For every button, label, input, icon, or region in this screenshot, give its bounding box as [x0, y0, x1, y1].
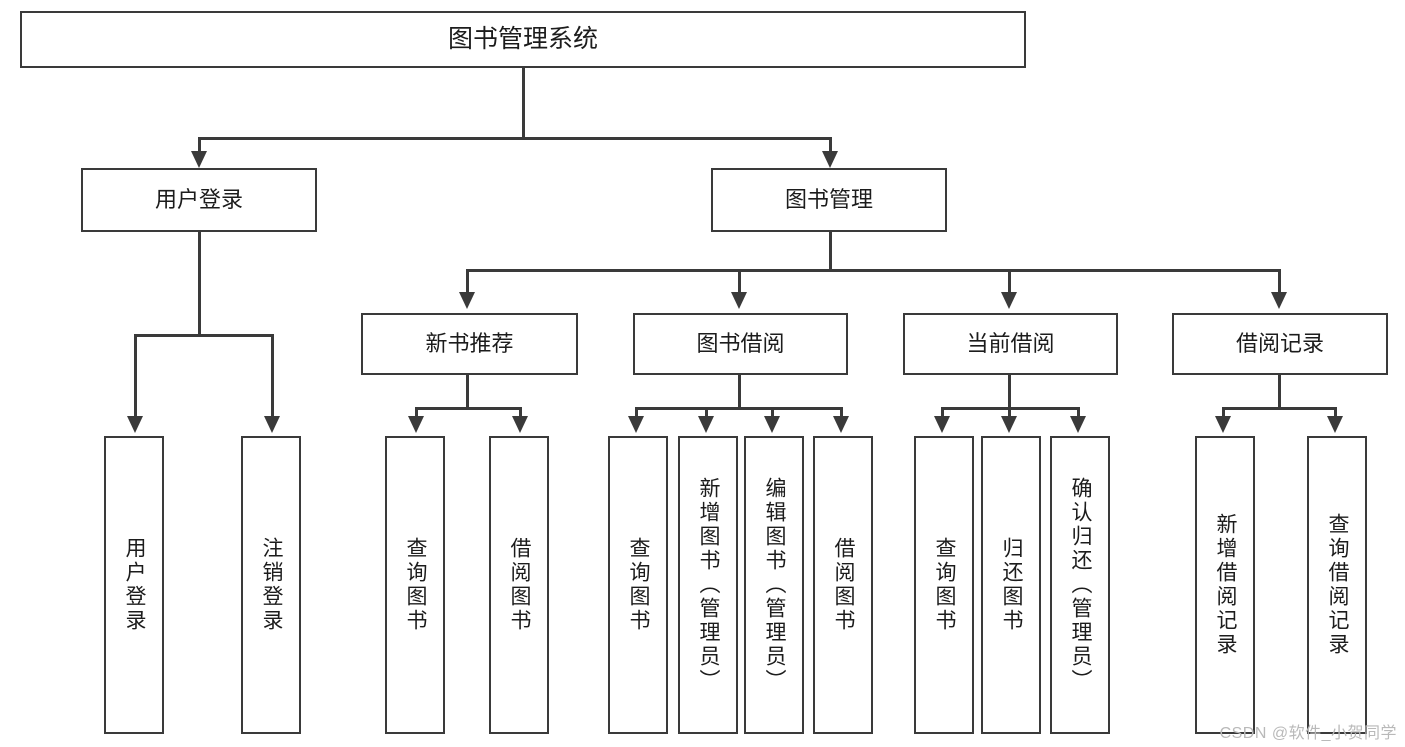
- node-label: 查询图书: [404, 537, 428, 633]
- arrow-to-leaf-return-book: [1001, 416, 1017, 433]
- leaf-return-book[interactable]: 归还图书: [981, 436, 1041, 734]
- connector-new-book-drop-1: [415, 407, 418, 421]
- connector-current-borrow-stem: [1008, 375, 1011, 410]
- arrow-to-leaf-query-book-2: [628, 416, 644, 433]
- arrow-to-borrow-record: [1271, 292, 1287, 309]
- leaf-confirm-return[interactable]: 确认归还（管理员）: [1050, 436, 1110, 734]
- leaf-logout-login[interactable]: 注销登录: [241, 436, 301, 734]
- arrow-to-book-borrow: [731, 292, 747, 309]
- node-book-manage[interactable]: 图书管理: [711, 168, 947, 232]
- node-root-system[interactable]: 图书管理系统: [20, 11, 1026, 68]
- leaf-add-book[interactable]: 新增图书（管理员）: [678, 436, 738, 734]
- node-label: 借阅图书: [508, 537, 532, 633]
- arrow-to-leaf-add-book: [698, 416, 714, 433]
- node-label: 当前借阅: [966, 331, 1055, 357]
- arrow-to-leaf-add-record: [1215, 416, 1231, 433]
- node-label: 图书管理系统: [447, 24, 598, 53]
- node-label: 新增借阅记录: [1214, 513, 1238, 657]
- connector-root-stem: [522, 68, 525, 139]
- node-label: 用户登录: [154, 187, 243, 213]
- watermark: CSDN @软件_小贺同学: [1219, 725, 1397, 742]
- arrow-to-leaf-edit-book: [764, 416, 780, 433]
- arrow-to-leaf-borrow-book-1: [512, 416, 528, 433]
- arrow-to-leaf-logout-login: [264, 416, 280, 433]
- connector-current-borrow-drop-2: [1008, 407, 1011, 421]
- connector-current-borrow-bus: [941, 407, 1080, 410]
- leaf-query-book-3[interactable]: 查询图书: [914, 436, 974, 734]
- connector-book-borrow-drop-4: [840, 407, 843, 421]
- connector-borrow-record-drop-1: [1222, 407, 1225, 421]
- connector-book-borrow-drop-1: [635, 407, 638, 421]
- leaf-add-record[interactable]: 新增借阅记录: [1195, 436, 1255, 734]
- node-label: 查询图书: [627, 537, 651, 633]
- node-book-borrow[interactable]: 图书借阅: [633, 313, 848, 375]
- connector-root-drop-left: [198, 137, 201, 157]
- leaf-query-book-1[interactable]: 查询图书: [385, 436, 445, 734]
- connector-book-manage-drop-4: [1278, 269, 1281, 295]
- node-borrow-record[interactable]: 借阅记录: [1172, 313, 1388, 375]
- arrow-to-leaf-borrow-book-2: [833, 416, 849, 433]
- node-label: 用户登录: [123, 537, 147, 633]
- node-label: 借阅记录: [1235, 331, 1324, 357]
- arrow-to-leaf-query-book-3: [934, 416, 950, 433]
- arrow-to-leaf-query-book-1: [408, 416, 424, 433]
- leaf-query-record[interactable]: 查询借阅记录: [1307, 436, 1367, 734]
- connector-book-manage-stem: [829, 232, 832, 272]
- connector-book-manage-drop-3: [1008, 269, 1011, 295]
- node-label: 图书管理: [784, 187, 873, 213]
- node-new-book-recommend[interactable]: 新书推荐: [361, 313, 578, 375]
- arrow-to-user-login: [191, 151, 207, 168]
- arrow-to-current-borrow: [1001, 292, 1017, 309]
- connector-book-borrow-bus: [635, 407, 843, 410]
- connector-new-book-drop-2: [519, 407, 522, 421]
- arrow-to-leaf-confirm-return: [1070, 416, 1086, 433]
- connector-book-manage-drop-1: [466, 269, 469, 295]
- connector-borrow-record-drop-2: [1334, 407, 1337, 421]
- connector-book-manage-bus: [466, 269, 1280, 272]
- node-label: 图书借阅: [696, 331, 785, 357]
- node-label: 确认归还（管理员）: [1069, 477, 1093, 693]
- connector-borrow-record-bus: [1222, 407, 1336, 410]
- arrow-to-leaf-user-login: [127, 416, 143, 433]
- node-label: 新书推荐: [425, 331, 514, 357]
- connector-user-login-drop-2: [271, 334, 274, 421]
- connector-new-book-stem: [466, 375, 469, 410]
- connector-book-manage-drop-2: [738, 269, 741, 295]
- node-label: 新增图书（管理员）: [697, 477, 721, 693]
- connector-new-book-bus: [415, 407, 522, 410]
- leaf-borrow-book-1[interactable]: 借阅图书: [489, 436, 549, 734]
- node-current-borrow[interactable]: 当前借阅: [903, 313, 1118, 375]
- node-user-login[interactable]: 用户登录: [81, 168, 317, 232]
- connector-borrow-record-stem: [1278, 375, 1281, 410]
- connector-root-bus: [198, 137, 831, 140]
- node-label: 归还图书: [1000, 537, 1024, 633]
- connector-user-login-stem: [198, 232, 201, 336]
- node-label: 注销登录: [260, 537, 284, 633]
- node-label: 编辑图书（管理员）: [763, 477, 787, 693]
- arrow-to-new-book-recommend: [459, 292, 475, 309]
- leaf-user-login[interactable]: 用户登录: [104, 436, 164, 734]
- leaf-edit-book[interactable]: 编辑图书（管理员）: [744, 436, 804, 734]
- leaf-borrow-book-2[interactable]: 借阅图书: [813, 436, 873, 734]
- arrow-to-book-manage: [822, 151, 838, 168]
- arrow-to-leaf-query-record: [1327, 416, 1343, 433]
- connector-book-borrow-stem: [738, 375, 741, 410]
- connector-book-borrow-drop-2: [705, 407, 708, 421]
- connector-current-borrow-drop-1: [941, 407, 944, 421]
- leaf-query-book-2[interactable]: 查询图书: [608, 436, 668, 734]
- connector-user-login-bus: [134, 334, 274, 337]
- node-label: 查询图书: [933, 537, 957, 633]
- connector-root-drop-right: [829, 137, 832, 157]
- node-label: 借阅图书: [832, 537, 856, 633]
- connector-current-borrow-drop-3: [1077, 407, 1080, 421]
- connector-book-borrow-drop-3: [771, 407, 774, 421]
- node-label: 查询借阅记录: [1326, 513, 1350, 657]
- connector-user-login-drop-1: [134, 334, 137, 421]
